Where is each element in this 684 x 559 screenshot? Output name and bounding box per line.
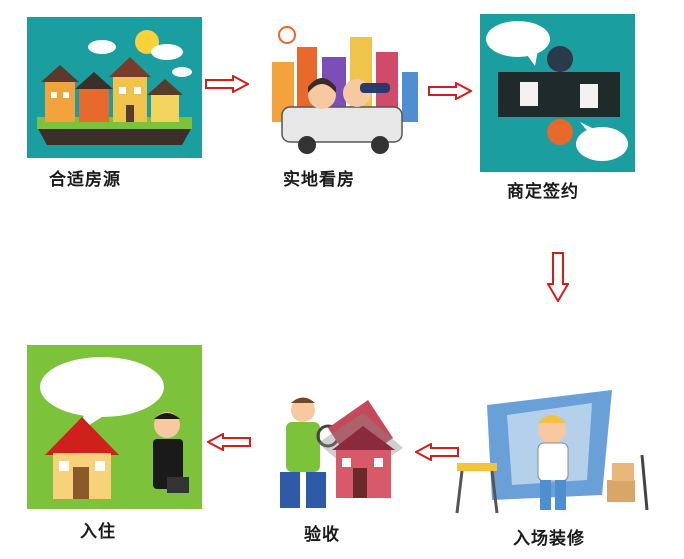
neighborhood-houses-icon	[27, 17, 202, 158]
renovation-painter-icon	[452, 385, 664, 520]
step-label: 验收	[304, 525, 340, 545]
step-label: 合适房源	[49, 170, 121, 190]
left-arrow-icon	[207, 433, 251, 451]
right-arrow-icon	[205, 75, 249, 93]
couple-touring-car-icon	[252, 17, 424, 158]
step-label: 商定签约	[507, 182, 579, 202]
move-in-house-icon	[27, 345, 202, 509]
left-arrow-icon	[415, 443, 459, 461]
step-label: 入场装修	[513, 529, 585, 549]
down-arrow-icon	[547, 252, 569, 302]
contract-meeting-icon	[480, 14, 635, 172]
step-label: 实地看房	[283, 170, 355, 190]
step-label: 入住	[80, 522, 116, 542]
house-inspection-icon	[258, 388, 406, 512]
right-arrow-icon	[428, 82, 472, 100]
